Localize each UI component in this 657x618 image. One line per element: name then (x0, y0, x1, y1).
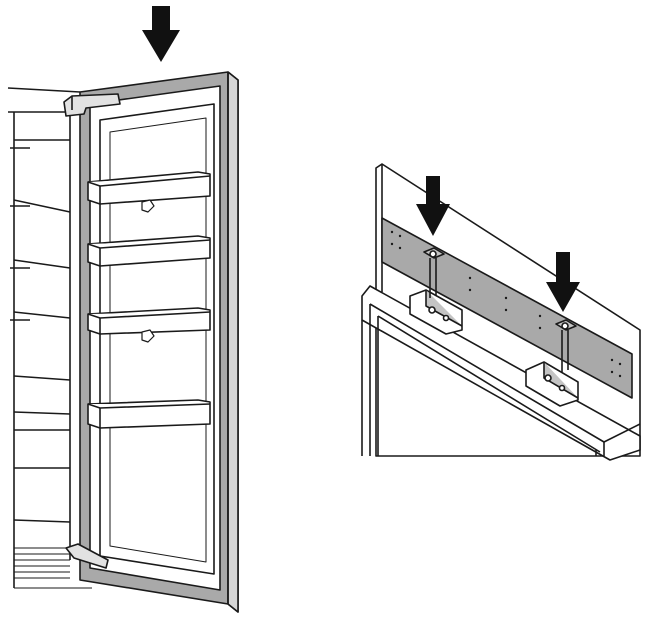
down-arrow-icon (546, 252, 580, 312)
down-arrow-icon (416, 176, 450, 236)
hinge-clip-right (525, 319, 579, 407)
bottom-hinge (65, 543, 109, 569)
bracket-detail-illustration (361, 163, 641, 461)
down-arrow-icon (142, 6, 180, 62)
cabinet-shelves (10, 139, 71, 523)
door-shelf (87, 171, 211, 205)
door-shelves (87, 171, 211, 429)
top-hinge (63, 93, 121, 117)
strip-holes (390, 230, 622, 378)
mounting-bracket-strip (381, 217, 633, 399)
bottom-vent (14, 547, 92, 589)
hinge-clip-left (409, 247, 463, 335)
shelf-clips (141, 199, 155, 343)
refrigerator-door-illustration (7, 71, 239, 613)
door-edge (227, 71, 239, 613)
refrigerator-cabinet (7, 87, 92, 589)
